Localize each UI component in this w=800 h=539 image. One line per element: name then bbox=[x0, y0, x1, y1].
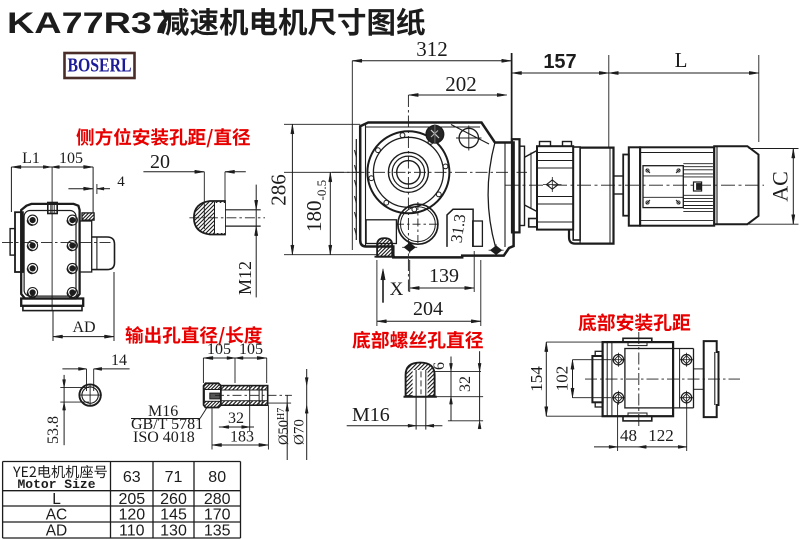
svg-text:260: 260 bbox=[160, 491, 187, 508]
svg-text:X: X bbox=[390, 279, 404, 300]
svg-text:Motor Size: Motor Size bbox=[17, 477, 95, 492]
svg-text:Ø70: Ø70 bbox=[292, 419, 308, 445]
svg-text:4: 4 bbox=[117, 174, 125, 190]
svg-text:102: 102 bbox=[553, 366, 572, 392]
svg-text:ISO 4018: ISO 4018 bbox=[133, 429, 195, 446]
svg-text:KA77R37: KA77R37 bbox=[7, 7, 173, 40]
svg-text:120: 120 bbox=[118, 507, 145, 524]
svg-text:202: 202 bbox=[445, 72, 477, 96]
svg-text:312: 312 bbox=[416, 37, 448, 61]
svg-text:183: 183 bbox=[230, 429, 254, 446]
svg-text:M16: M16 bbox=[352, 404, 390, 426]
svg-text:154: 154 bbox=[527, 366, 546, 392]
svg-text:71: 71 bbox=[165, 469, 183, 486]
svg-text:31.3: 31.3 bbox=[447, 213, 470, 244]
svg-text:122: 122 bbox=[648, 426, 674, 445]
svg-text:M12: M12 bbox=[235, 261, 255, 295]
svg-text:6: 6 bbox=[431, 362, 448, 370]
svg-text:170: 170 bbox=[204, 507, 231, 524]
svg-text:286: 286 bbox=[267, 174, 291, 206]
svg-text:157: 157 bbox=[543, 51, 576, 73]
svg-text:53.8: 53.8 bbox=[45, 416, 62, 444]
svg-text:130: 130 bbox=[160, 523, 187, 539]
svg-text:48: 48 bbox=[620, 426, 637, 445]
svg-text:105: 105 bbox=[207, 341, 231, 358]
svg-text:205: 205 bbox=[118, 491, 145, 508]
svg-text:32: 32 bbox=[228, 410, 244, 427]
svg-text:AD: AD bbox=[46, 523, 68, 539]
svg-text:L1: L1 bbox=[22, 150, 40, 167]
svg-text:139: 139 bbox=[429, 265, 459, 287]
svg-text:L: L bbox=[675, 48, 688, 72]
svg-text:32: 32 bbox=[457, 376, 474, 392]
svg-text:L: L bbox=[52, 491, 61, 508]
svg-text:135: 135 bbox=[204, 523, 231, 539]
svg-text:20: 20 bbox=[150, 151, 170, 173]
svg-text:110: 110 bbox=[119, 523, 145, 539]
svg-text:280: 280 bbox=[204, 491, 231, 508]
svg-text:AD: AD bbox=[72, 319, 95, 336]
svg-text:AC: AC bbox=[46, 507, 68, 524]
svg-text:M16: M16 bbox=[148, 403, 178, 420]
svg-text:GB/T 5781: GB/T 5781 bbox=[131, 416, 203, 433]
svg-text:14: 14 bbox=[111, 352, 127, 369]
svg-text:BOSERL: BOSERL bbox=[68, 56, 132, 77]
svg-text:63: 63 bbox=[123, 469, 141, 486]
svg-text:105: 105 bbox=[239, 341, 263, 358]
svg-text:145: 145 bbox=[160, 507, 187, 524]
svg-text:105: 105 bbox=[59, 150, 83, 167]
svg-text:AC: AC bbox=[768, 171, 793, 202]
svg-text:204: 204 bbox=[413, 298, 443, 320]
svg-text:80: 80 bbox=[208, 469, 226, 486]
